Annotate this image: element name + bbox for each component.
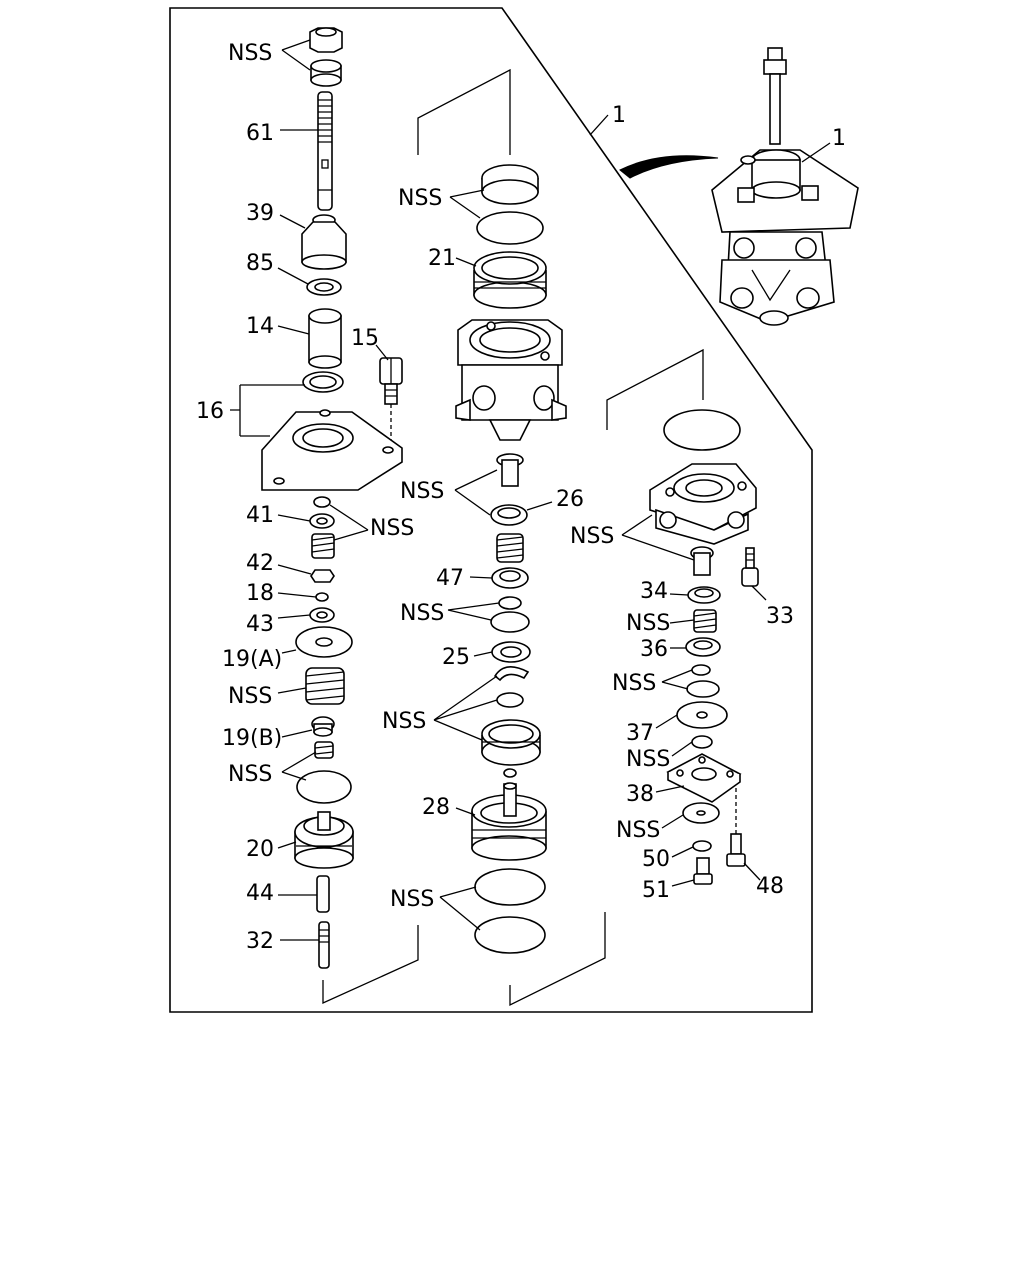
- disk-nss-center-2: [474, 916, 546, 954]
- label-33: 33: [766, 604, 794, 629]
- label-85: 85: [246, 251, 274, 276]
- pin-44: [316, 875, 330, 913]
- bracket-center-bottom: [509, 912, 606, 1007]
- label-42: 42: [246, 551, 274, 576]
- center-column-parts: [455, 164, 567, 954]
- label-26: 26: [556, 487, 584, 512]
- label-1-assembly: 1: [832, 126, 846, 151]
- label-1-frame: 1: [612, 103, 626, 128]
- washer-50: [692, 840, 712, 852]
- disk-nss-right: [663, 409, 741, 451]
- screw-51: [693, 857, 713, 885]
- label-20: 20: [246, 837, 274, 862]
- snap-ring: [493, 666, 530, 682]
- group-frame: [169, 7, 813, 1013]
- label-16: 16: [196, 399, 224, 424]
- disk-nss-center-1: [474, 868, 546, 906]
- leader-lines: [230, 39, 831, 941]
- label-15: 15: [351, 326, 379, 351]
- housing-right: [649, 463, 757, 545]
- rod-32: [318, 921, 330, 969]
- label-39: 39: [246, 201, 274, 226]
- label-nss: NSS: [228, 684, 272, 709]
- label-25: 25: [442, 645, 470, 670]
- bracket-center-top: [417, 68, 511, 155]
- nut-42: [310, 569, 335, 583]
- label-nss: NSS: [400, 479, 444, 504]
- label-38: 38: [626, 782, 654, 807]
- right-column-parts: [649, 409, 759, 885]
- label-nss: NSS: [390, 887, 434, 912]
- spring-large: [305, 667, 345, 705]
- label-34: 34: [640, 579, 668, 604]
- label-14: 14: [246, 314, 274, 339]
- screw-48: [726, 786, 746, 867]
- cap-39: [301, 214, 347, 270]
- label-nss: NSS: [570, 524, 614, 549]
- bolt-15: [379, 357, 403, 445]
- clip-18: [315, 592, 329, 602]
- sleeve-14: [308, 308, 342, 369]
- bolt-33: [741, 547, 759, 587]
- stem-nss: [496, 453, 524, 487]
- label-61: 61: [246, 121, 274, 146]
- label-50: 50: [642, 847, 670, 872]
- label-nss: NSS: [382, 709, 426, 734]
- left-column-parts: [261, 27, 403, 969]
- label-51: 51: [642, 878, 670, 903]
- label-21: 21: [428, 246, 456, 271]
- label-41: 41: [246, 503, 274, 528]
- cup-21: [473, 251, 547, 309]
- label-nss: NSS: [228, 41, 272, 66]
- housing-center: [455, 319, 567, 441]
- curved-arrow: [619, 155, 719, 179]
- label-19a: 19(A): [222, 647, 282, 672]
- label-nss: NSS: [626, 611, 670, 636]
- label-47: 47: [436, 566, 464, 591]
- cover-38: [666, 753, 742, 803]
- label-19b: 19(B): [222, 726, 282, 751]
- bracket-left-bottom: [322, 925, 419, 1005]
- bracket-right-top: [606, 348, 704, 430]
- label-nss: NSS: [228, 762, 272, 787]
- label-nss: NSS: [370, 516, 414, 541]
- label-44: 44: [246, 881, 274, 906]
- piston-20: [294, 811, 354, 869]
- label-nss: NSS: [612, 671, 656, 696]
- label-36: 36: [640, 637, 668, 662]
- spring-center: [496, 533, 524, 563]
- label-28: 28: [422, 795, 450, 820]
- piston-28: [471, 782, 547, 861]
- label-18: 18: [246, 581, 274, 606]
- label-37: 37: [626, 721, 654, 746]
- valve-assembly-illustration: [619, 47, 859, 326]
- part-labels: NSS 61 39 85 14 15 16 41 NSS 42 18 43 19…: [196, 41, 846, 954]
- label-nss: NSS: [616, 818, 660, 843]
- spring-small: [311, 533, 335, 559]
- disk-nss-left: [296, 770, 352, 804]
- label-48: 48: [756, 874, 784, 899]
- label-nss: NSS: [400, 601, 444, 626]
- label-43: 43: [246, 612, 274, 637]
- flange-16: [261, 371, 403, 491]
- label-nss: NSS: [626, 747, 670, 772]
- ring-large-nss: [481, 719, 541, 766]
- ring-nss-center: [481, 164, 539, 205]
- label-nss: NSS: [398, 186, 442, 211]
- label-32: 32: [246, 929, 274, 954]
- rod-61: [317, 91, 333, 211]
